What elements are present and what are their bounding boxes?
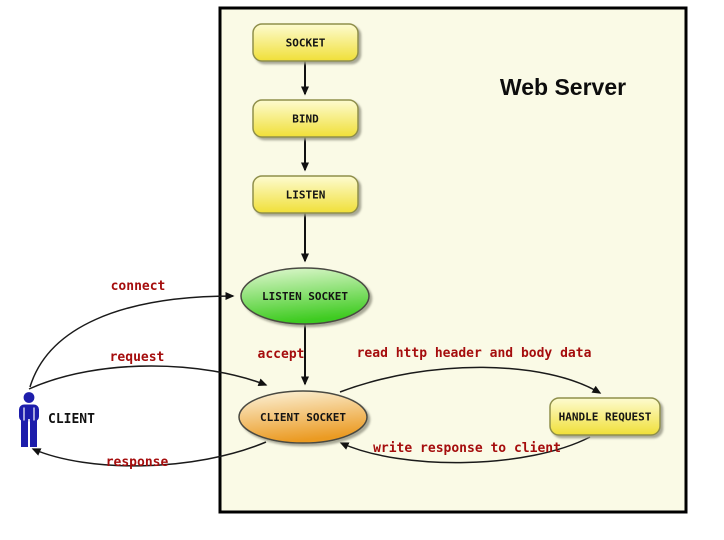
- node-listen: [252, 175, 359, 214]
- edge-label-read: read http header and body data: [357, 346, 592, 361]
- arrow-read: [339, 366, 602, 394]
- process-nodes: SOCKET BIND LISTEN HANDLE REQUEST LISTEN…: [238, 23, 661, 444]
- edge-label-response: response: [106, 455, 169, 470]
- client-figure: CLIENT: [19, 392, 95, 447]
- node-handle-request: [549, 397, 661, 436]
- edge-label-connect: connect: [111, 279, 166, 294]
- node-bind-label: BIND: [292, 113, 319, 126]
- arrow-request: [28, 365, 268, 390]
- edge-label-accept: accept: [258, 347, 305, 362]
- node-socket-label: SOCKET: [286, 37, 326, 50]
- node-client-socket: [238, 390, 368, 444]
- node-listen-socket: [240, 267, 370, 325]
- person-icon-highlights: [23, 407, 35, 447]
- page-title: Web Server: [500, 74, 626, 100]
- arrow-connect: [29, 292, 235, 388]
- edge-label-request: request: [110, 350, 165, 365]
- node-listen-socket-label: LISTEN SOCKET: [262, 290, 348, 303]
- node-client-socket-label: CLIENT SOCKET: [260, 411, 346, 424]
- node-listen-label: LISTEN: [286, 189, 326, 202]
- client-label: CLIENT: [48, 412, 95, 427]
- curved-arrows: [28, 292, 602, 467]
- arrow-write: [339, 436, 591, 464]
- edge-labels: connect request response accept read htt…: [106, 279, 592, 470]
- arrow-response: [31, 441, 267, 467]
- node-socket: [252, 23, 359, 62]
- edge-label-write: write response to client: [373, 441, 561, 456]
- node-handle-request-label: HANDLE REQUEST: [559, 411, 652, 424]
- node-bind: [252, 99, 359, 138]
